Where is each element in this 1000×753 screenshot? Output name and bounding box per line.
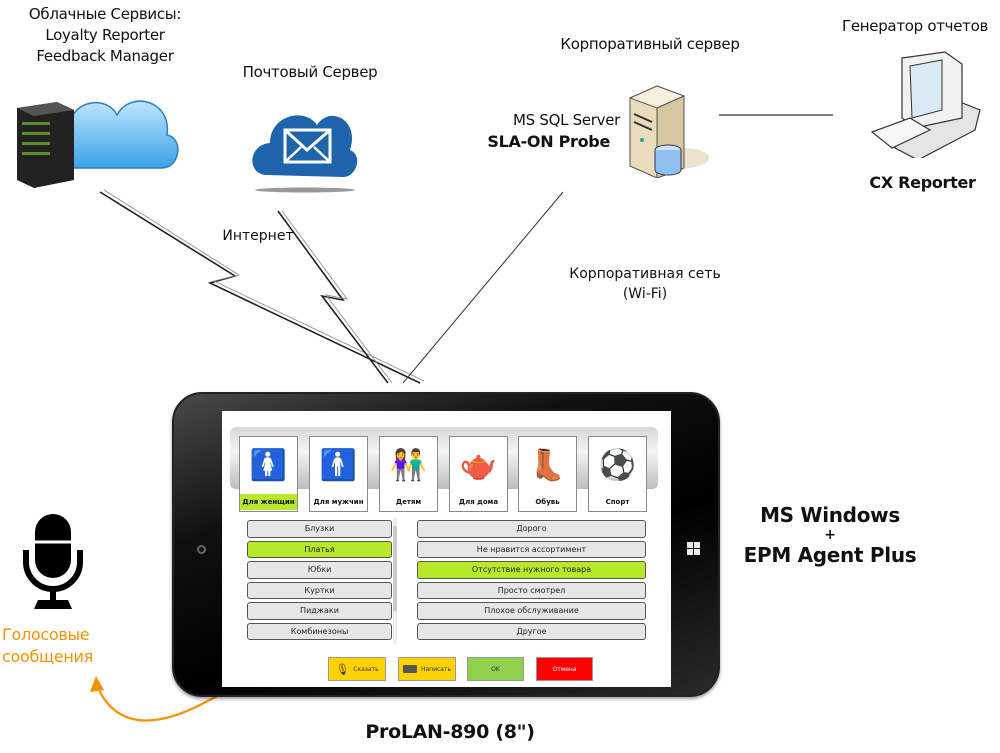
boot-icon: 👢: [528, 447, 567, 483]
category-tab-bar: [230, 427, 658, 489]
epm-agent-label: EPM Agent Plus: [743, 543, 917, 567]
subcategory-item[interactable]: Пиджаки: [247, 602, 392, 620]
reason-item[interactable]: Отсутствие нужного товара: [417, 561, 646, 579]
database-server-icon: [628, 85, 709, 178]
camera-icon: [197, 545, 206, 554]
reason-item[interactable]: Другое: [417, 622, 646, 640]
internet-label: Интернет: [222, 228, 294, 244]
speak-label: Сказать: [353, 665, 379, 673]
tab-sport[interactable]: ⚽ Спорт: [588, 436, 647, 512]
speak-button[interactable]: 🎙 Сказать: [328, 657, 386, 681]
soccer-ball-icon: ⚽: [598, 447, 637, 483]
subcategory-item[interactable]: Комбинезоны: [247, 622, 392, 640]
tab-label: Спорт: [605, 498, 630, 506]
man-icon: 🚹: [319, 447, 358, 483]
subcategory-item[interactable]: Куртки: [247, 581, 392, 599]
report-generator-label: Генератор отчетов: [842, 17, 988, 35]
reason-list: Дорого Не нравится ассортимент Отсутстви…: [417, 520, 646, 640]
corporate-network-label: Корпоративная сеть: [569, 266, 721, 282]
tab-label: Детям: [395, 498, 422, 506]
tab-label: Для женщин: [240, 494, 297, 510]
internet-link-cloud: [99, 191, 421, 384]
subcategory-item[interactable]: Юбки: [247, 561, 392, 579]
ms-windows-label: MS Windows: [760, 503, 900, 527]
subcategory-list: Блузки Платья Юбки Куртки Пиджаки Комбин…: [247, 520, 392, 640]
subcategory-item[interactable]: Блузки: [247, 520, 392, 538]
subcategory-scrollbar[interactable]: [393, 518, 397, 644]
arrow-head-icon: [90, 676, 104, 692]
tablet-model-label: ProLAN-890 (8"): [365, 721, 535, 743]
tab-label: Для дома: [458, 498, 499, 506]
corporate-server-label: Корпоративный сервер: [560, 35, 740, 53]
tab-women[interactable]: 🚺 Для женщин: [239, 436, 298, 512]
cloud-services-title: Облачные Сервисы:: [28, 5, 182, 23]
cancel-label: Отмена: [552, 665, 577, 673]
subcategory-item[interactable]: Платья: [247, 540, 392, 558]
reason-item[interactable]: Просто смотрел: [417, 581, 646, 599]
write-button[interactable]: Написать: [398, 657, 456, 681]
desktop-computer-icon: [870, 51, 981, 158]
windows-button-icon[interactable]: [687, 542, 700, 555]
tab-men[interactable]: 🚹 Для мужчин: [309, 436, 368, 512]
sla-on-probe-label: SLA-ON Probe: [487, 132, 610, 151]
plus-label: +: [824, 527, 836, 543]
loyalty-reporter-label: Loyalty Reporter: [45, 26, 165, 44]
os-label: MS Windows + EPM Agent Plus: [740, 502, 920, 568]
reason-item[interactable]: Плохое обслуживание: [417, 602, 646, 620]
scrollbar-thumb[interactable]: [393, 526, 397, 611]
wifi-link: [402, 191, 564, 384]
tab-label: Обувь: [535, 498, 560, 506]
voice-messages-line-1: Голосовые: [2, 625, 90, 644]
teapot-icon: 🫖: [459, 447, 498, 483]
ok-label: OK: [491, 665, 500, 673]
cancel-button[interactable]: Отмена: [536, 657, 593, 681]
voice-messages-label: Голосовые сообщения: [2, 624, 112, 668]
feedback-manager-label: Feedback Manager: [36, 47, 174, 65]
reason-item[interactable]: Дорого: [417, 520, 646, 538]
cx-reporter-label: CX Reporter: [869, 173, 976, 192]
server-cloud-icon: [17, 100, 179, 188]
sql-server-label: MS SQL Server: [513, 111, 620, 129]
tab-shoes[interactable]: 👢 Обувь: [518, 436, 577, 512]
cloud-services-label: Облачные Сервисы: Loyalty Reporter Feedb…: [0, 4, 210, 67]
tab-home[interactable]: 🫖 Для дома: [449, 436, 508, 512]
voice-messages-line-2: сообщения: [2, 647, 93, 666]
children-icon: 👫: [389, 447, 428, 483]
write-label: Написать: [420, 665, 452, 673]
woman-icon: 🚺: [249, 447, 288, 483]
ok-button[interactable]: OK: [467, 657, 524, 681]
wifi-label: (Wi-Fi): [622, 286, 668, 302]
tab-label: Для мужчин: [313, 498, 364, 506]
microphone-icon: [23, 514, 83, 609]
mail-cloud-icon: [252, 115, 358, 193]
internet-link-mail: [277, 210, 389, 384]
mail-server-label: Почтовый Сервер: [242, 63, 378, 81]
microphone-icon: 🎙: [335, 662, 350, 676]
tab-children[interactable]: 👫 Детям: [379, 436, 438, 512]
reason-item[interactable]: Не нравится ассортимент: [417, 540, 646, 558]
keyboard-icon: [402, 665, 417, 673]
